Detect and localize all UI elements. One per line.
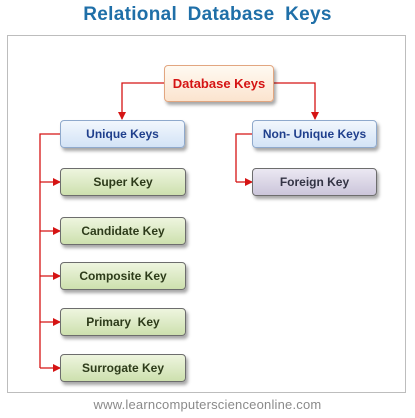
connector-nonunique-spine [235,133,252,182]
non-unique-keys-node: Non- Unique Keys [252,120,377,148]
candidate-key-node: Candidate Key [60,217,186,245]
unique-keys-node: Unique Keys [60,120,185,148]
foreign-key-node: Foreign Key [252,168,377,196]
database-keys-node: Database Keys [164,65,274,102]
connector-unique-spine [39,133,60,368]
connector-root-to-nonunique [274,82,319,120]
surrogate-key-node: Surrogate Key [60,354,186,382]
diagram-title: Relational Database Keys [83,4,332,25]
super-key-node: Super Key [60,168,186,196]
composite-key-node: Composite Key [60,262,186,290]
website-footer: www.learncomputerscienceonline.com [93,397,322,412]
connector-root-to-unique [118,82,164,120]
primary-key-node: Primary Key [60,308,186,336]
